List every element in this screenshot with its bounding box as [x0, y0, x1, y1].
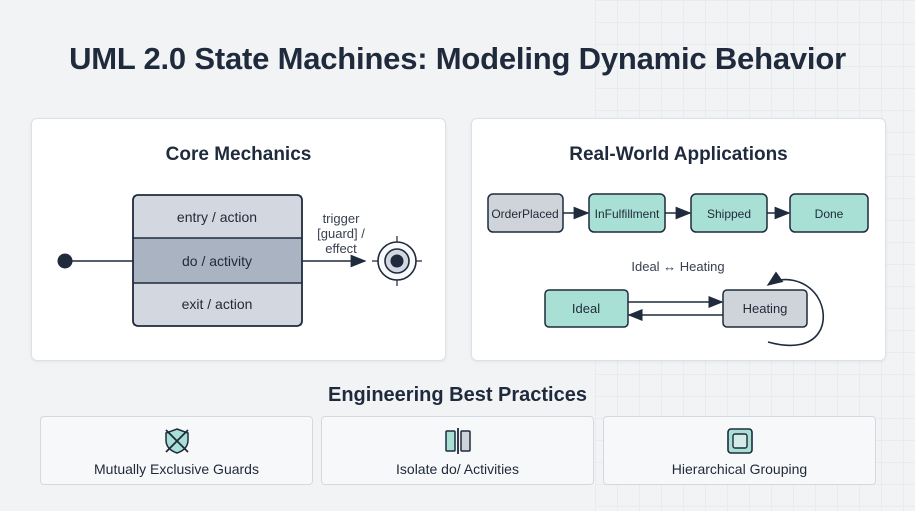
split-panel-icon: [444, 428, 471, 454]
state-heating: [722, 289, 808, 328]
applications-panel: Real-World Applications OrderPlaced InFu…: [471, 118, 886, 361]
do-activity-label: do / activity: [182, 253, 252, 269]
shipped-label: Shipped: [707, 207, 751, 221]
state-exit-compartment: [133, 283, 302, 326]
practice-label-hierarchy: Hierarchical Grouping: [671, 461, 808, 477]
best-practices-title: Engineering Best Practices: [328, 384, 587, 406]
transition-effect-label: effect: [325, 241, 357, 256]
practice-card-hierarchy: Hierarchical Grouping: [603, 416, 876, 485]
practice-card-guards: Mutually Exclusive Guards: [40, 416, 313, 485]
transition-trigger-label: trigger: [323, 211, 361, 226]
exit-action-label: exit / action: [182, 296, 253, 312]
applications-diagram: OrderPlaced InFulfillment Shipped Done I…: [487, 193, 869, 347]
done-label: Done: [815, 207, 844, 221]
heating-self-loop: [766, 271, 825, 347]
state-diagram: entry / action do / activity exit / acti…: [57, 194, 422, 327]
applications-title: Real-World Applications: [569, 144, 788, 165]
practice-card-isolate: Isolate do/ Activities: [321, 416, 594, 485]
core-mechanics-title: Core Mechanics: [165, 144, 312, 165]
entry-action-label: entry / action: [177, 209, 257, 225]
practice-label-isolate: Isolate do/ Activities: [396, 461, 519, 477]
state-entry-compartment: [133, 195, 302, 238]
state-ideal: [544, 289, 629, 328]
ideal-label: Ideal: [572, 301, 600, 316]
shield-x-icon: [164, 428, 189, 454]
practice-label-guards: Mutually Exclusive Guards: [94, 461, 259, 477]
state-do-compartment: [133, 238, 302, 283]
order-placed-label: OrderPlaced: [491, 207, 558, 221]
heating-label: Heating: [743, 301, 788, 316]
transition-guard-label: [guard] /: [317, 226, 365, 241]
core-mechanics-panel: Core Mechanics entry / action do / activ…: [31, 118, 446, 361]
page-title: UML 2.0 State Machines: Modeling Dynamic…: [69, 41, 846, 76]
thermostat-caption: Ideal ↔ Heating: [631, 259, 724, 274]
in-fulfillment-label: InFulfillment: [595, 207, 660, 221]
initial-state: [57, 253, 73, 269]
final-state-icon: [372, 236, 422, 286]
nested-square-icon: [726, 428, 753, 454]
